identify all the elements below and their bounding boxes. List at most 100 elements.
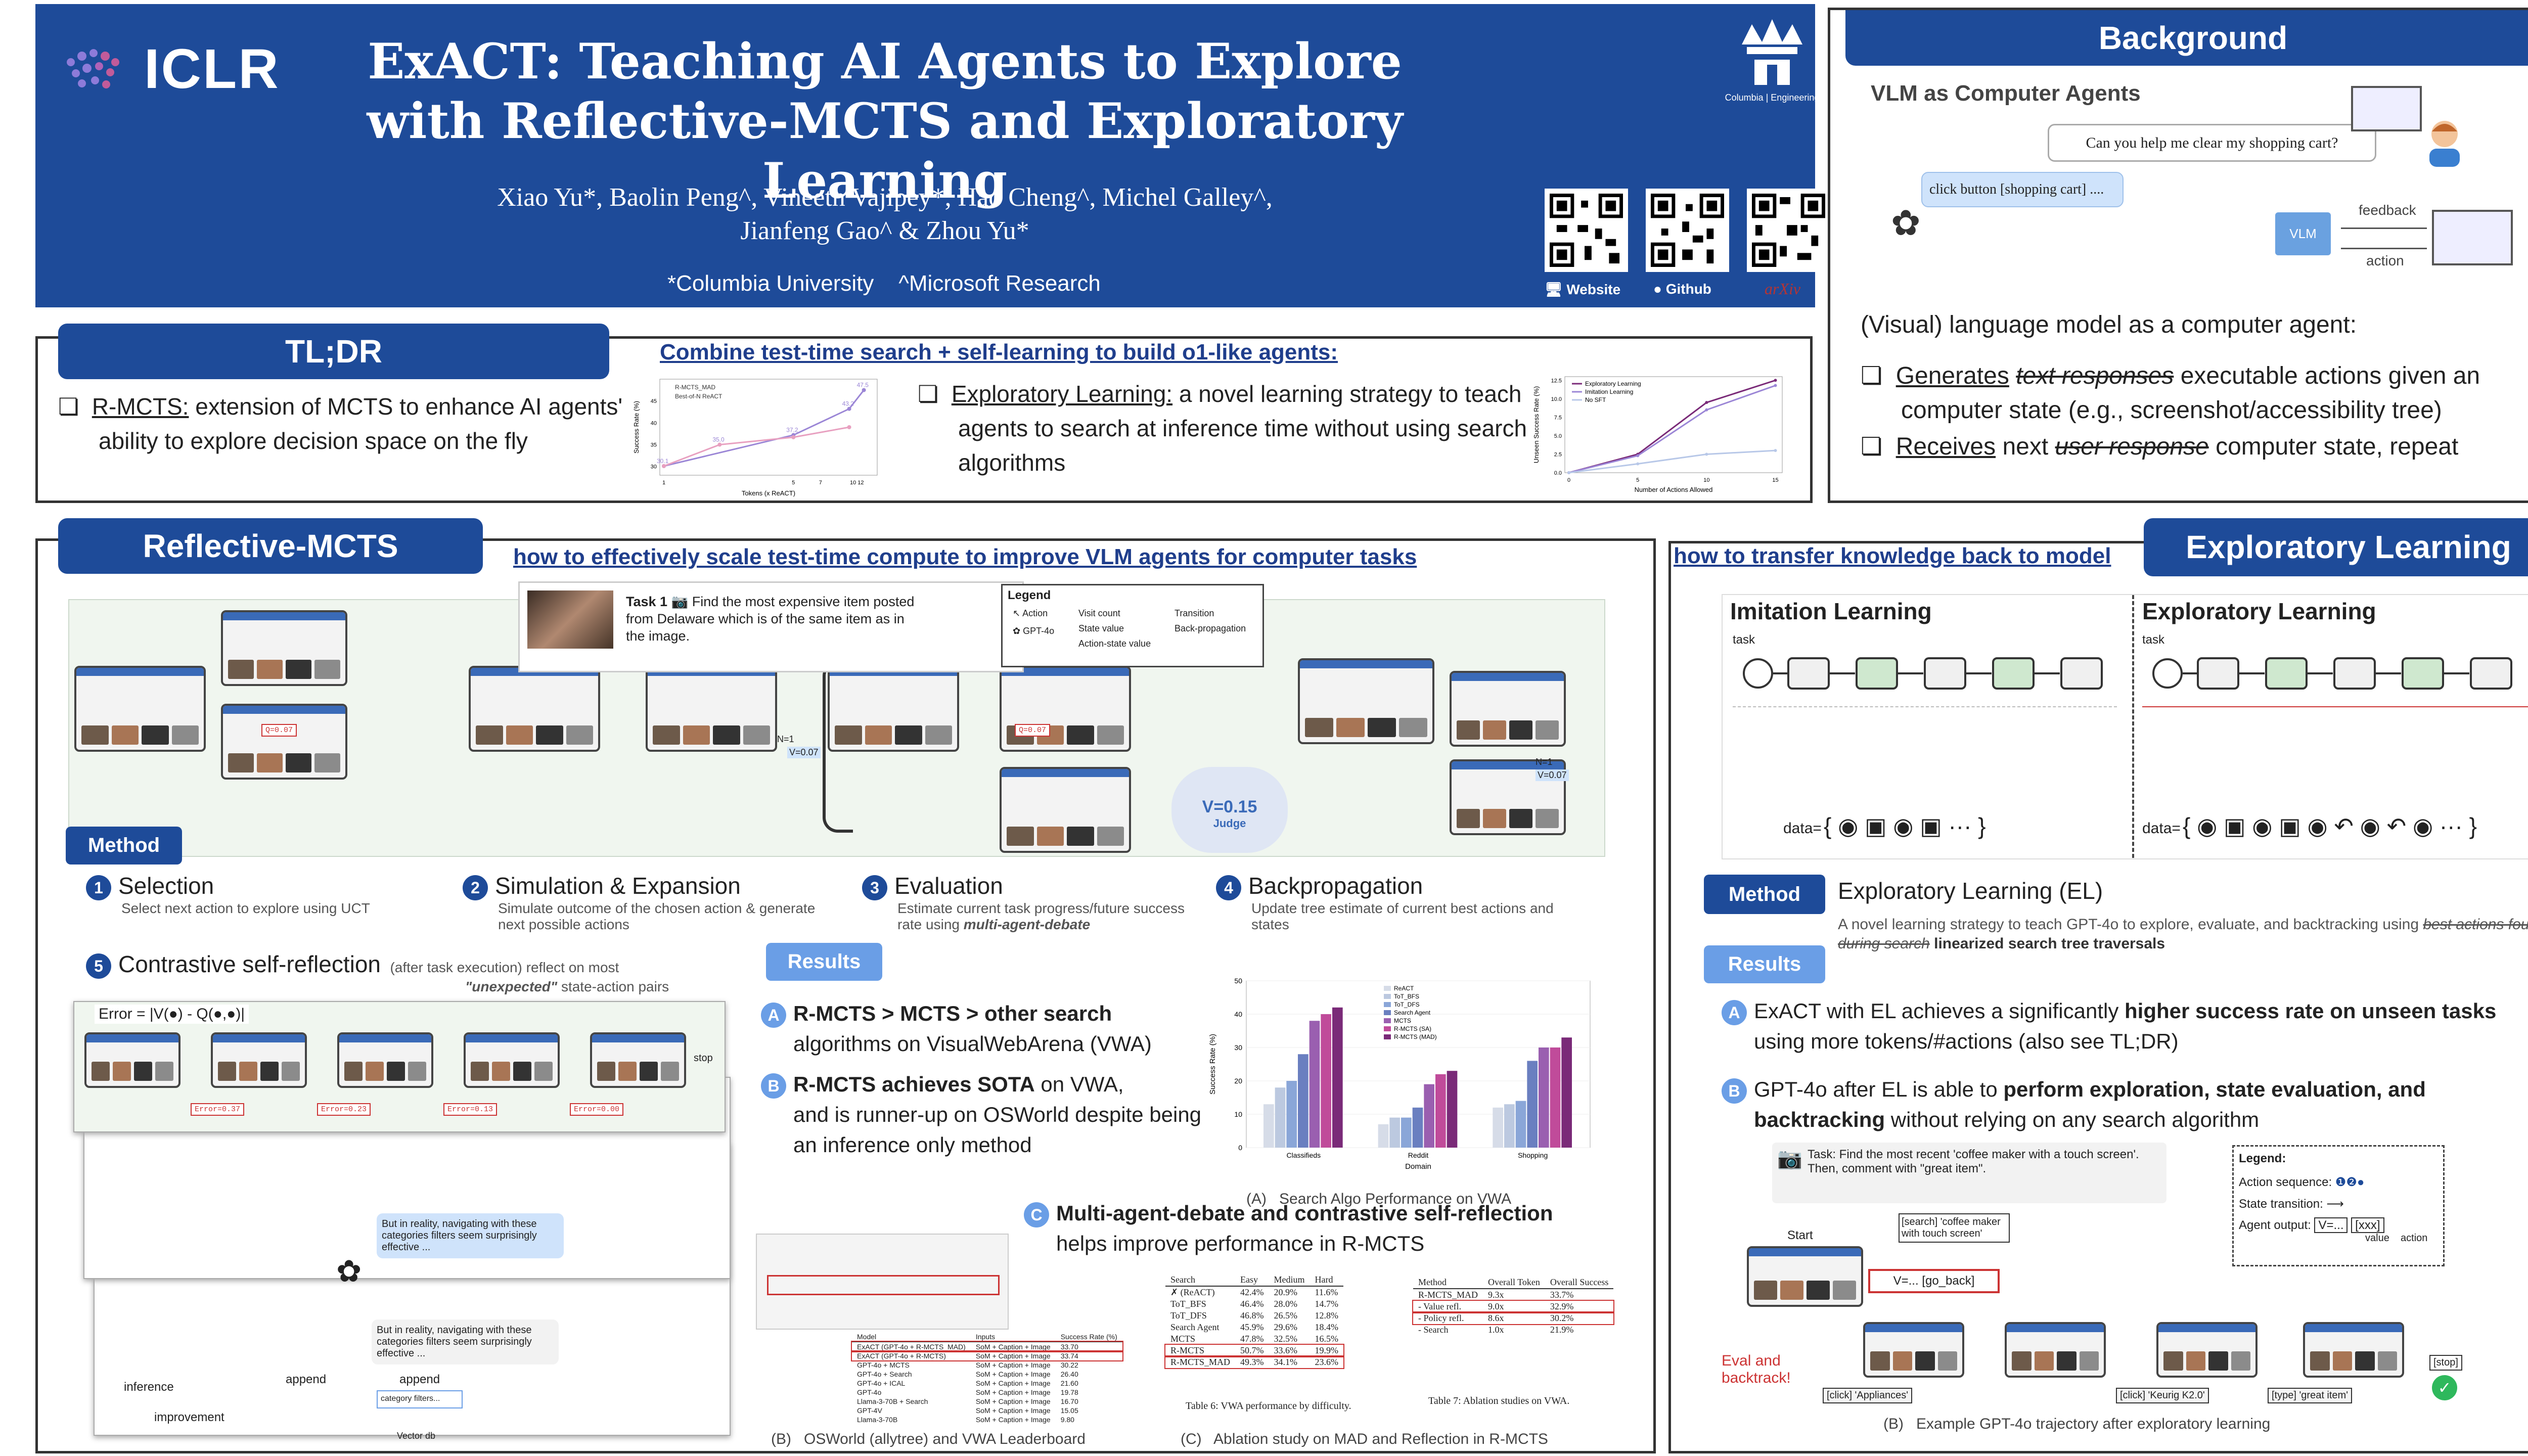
caption-a: (A) Search Algo Performance on VWA: [1246, 1191, 1512, 1207]
b2-strike: user response: [2055, 433, 2209, 460]
b2-post: computer state, repeat: [2216, 433, 2459, 460]
qr-code-icon: [1550, 194, 1623, 267]
table-cell: 49.3%: [1240, 1357, 1264, 1367]
authors-line-2: Jianfeng Gao^ & Zhou Yu*: [740, 216, 1029, 245]
step-2-desc: Simulate outcome of the chosen action & …: [498, 900, 816, 932]
rmcts-method-badge: Method: [66, 827, 182, 864]
legend-gpt4o-label: GPT-4o: [1023, 626, 1055, 636]
y-tick: 0.0: [1554, 470, 1562, 476]
bar: [1424, 1084, 1434, 1148]
legend-visit: Visit count: [1078, 608, 1120, 618]
background-bullet-2: ❏ Receives next user response computer s…: [1861, 433, 2459, 460]
table-cell: ToT_DFS: [1170, 1310, 1207, 1321]
person-icon: [2429, 121, 2460, 167]
task-description: Find the most expensive item posted from…: [626, 594, 915, 644]
table-cell: 30.2%: [1550, 1313, 1574, 1323]
leaderboard-fig: [756, 1234, 1009, 1330]
qr-website[interactable]: [1545, 189, 1628, 272]
task-box: Task 1 📷 Find the most expensive item po…: [518, 581, 1024, 672]
search-action: [search] 'coffee maker with touch screen…: [1899, 1213, 2010, 1243]
b2-pre: Receives: [1895, 433, 1996, 460]
el-panel: how to transfer knowledge back to model …: [1668, 518, 2528, 1453]
result-c-title: Multi-agent-debate and contrastive self-…: [1056, 1201, 1553, 1225]
el-subtitle: how to transfer knowledge back to model: [1674, 543, 2111, 568]
table-cell: SoM + Caption + Image: [975, 1361, 1051, 1369]
qr-arxiv[interactable]: [1747, 189, 1830, 272]
table-cell: 26.5%: [1274, 1310, 1298, 1321]
user-bubble: Can you help me clear my shopping cart?: [2048, 124, 2376, 162]
legend-entry: ReACT: [1394, 985, 1414, 992]
table-cell: 33.7%: [1550, 1290, 1574, 1300]
result-c: C Multi-agent-debate and contrastive self…: [1024, 1198, 1631, 1259]
append-label-1: append: [286, 1373, 327, 1386]
data-point: [717, 442, 722, 447]
exploratory-title: Exploratory Learning: [2142, 598, 2376, 624]
reflection-figure: Error = |V(●) - Q(●,●)| stop Error=0.37 …: [73, 1001, 771, 1446]
table-cell: ExACT (GPT-4o + R-MCTS): [857, 1352, 946, 1360]
stop-label: stop: [694, 1053, 713, 1064]
qr-github[interactable]: [1646, 189, 1729, 272]
step-3-number: 3: [862, 875, 887, 900]
table-cell: ✗ (ReACT): [1170, 1287, 1215, 1297]
title-line-2: with Reflective-MCTS and Exploratory Lea…: [367, 93, 1403, 209]
data-label: 35.0: [712, 436, 725, 443]
table-cell: 45.9%: [1240, 1322, 1264, 1332]
traj-legend-3: Agent output: V=... [xxx]: [2239, 1217, 2438, 1233]
legend-swatch: [1384, 1010, 1391, 1015]
y-axis-label: Success Rate (%): [1208, 1034, 1217, 1095]
table-cell: SoM + Caption + Image: [975, 1388, 1051, 1396]
bar: [1493, 1107, 1503, 1148]
result-c-letter: C: [1024, 1202, 1049, 1227]
table-cell: SoM + Caption + Image: [975, 1370, 1051, 1378]
legend-swatch: [1384, 986, 1391, 991]
affiliations: *Columbia University ^Microsoft Research: [667, 271, 1101, 296]
v-label-1: V=0.07: [787, 747, 821, 758]
error-4: Error=0.00: [570, 1103, 624, 1116]
tldr-headline: Combine test-time search + self-learning…: [660, 340, 1338, 365]
link-website[interactable]: 🖥 Website: [1545, 282, 1621, 297]
y-tick: 10.0: [1551, 396, 1562, 402]
table-header-cell: Hard: [1310, 1274, 1344, 1287]
data-label-right: data=: [2142, 820, 2181, 837]
judge-label: Judge: [1213, 817, 1246, 830]
link-github[interactable]: ● Github: [1653, 281, 1711, 297]
arrow-feedback: [2341, 228, 2427, 229]
traj-screenshot-1: [84, 1032, 180, 1088]
inference-label: inference: [124, 1380, 174, 1394]
el-method-bold: linearized search tree traversals: [1934, 935, 2165, 952]
root-screenshot-3: [828, 666, 959, 752]
traj-caption: (B) Example GPT-4o trajectory after expl…: [1883, 1416, 2271, 1432]
background-bullet-1: ❏ Generates text responses executable ac…: [1861, 362, 2480, 424]
table-cell: - Policy refl.: [1418, 1313, 1464, 1323]
table-cell: Llama-3-70B + Search: [857, 1397, 928, 1405]
table-cell: 8.6x: [1488, 1313, 1504, 1323]
step-4-number: 4: [1216, 875, 1241, 900]
legend-gpt4o: ✿ GPT-4o: [1013, 626, 1054, 636]
imitation-title: Imitation Learning: [1730, 598, 1932, 624]
table-cell: GPT-4o + MCTS: [857, 1361, 910, 1369]
result-a-text: algorithms on VisualWebArena (VWA): [793, 1032, 1152, 1056]
traj-legend-4: value action: [2239, 1233, 2438, 1244]
table-cell: 9.80: [1060, 1416, 1074, 1424]
data-seq-right: { ◉ ▣ ◉ ▣ ◉ ↶ ◉ ↶ ◉ ··· }: [2183, 813, 2477, 839]
result-a-title: R-MCTS > MCTS > other search: [793, 1002, 1112, 1025]
data-point: [862, 388, 866, 392]
x-tick: 5: [792, 480, 795, 486]
columbia-text: Columbia | Engineering: [1725, 93, 1820, 103]
el-method-title: Exploratory Learning (EL): [1838, 878, 2103, 904]
background-panel: Background VLM as Computer Agents Can yo…: [1828, 8, 2528, 503]
el-text: a novel learning strategy to teach agent…: [958, 381, 1527, 476]
table-cell: 9.3x: [1488, 1290, 1504, 1300]
start-label: Start: [1787, 1228, 1813, 1242]
error-1: Error=0.37: [191, 1103, 245, 1116]
link-arxiv[interactable]: arXiv: [1765, 280, 1801, 298]
authors-line-1: Xiao Yu*, Baolin Peng^, Vineeth Vajipey*…: [497, 183, 1273, 212]
